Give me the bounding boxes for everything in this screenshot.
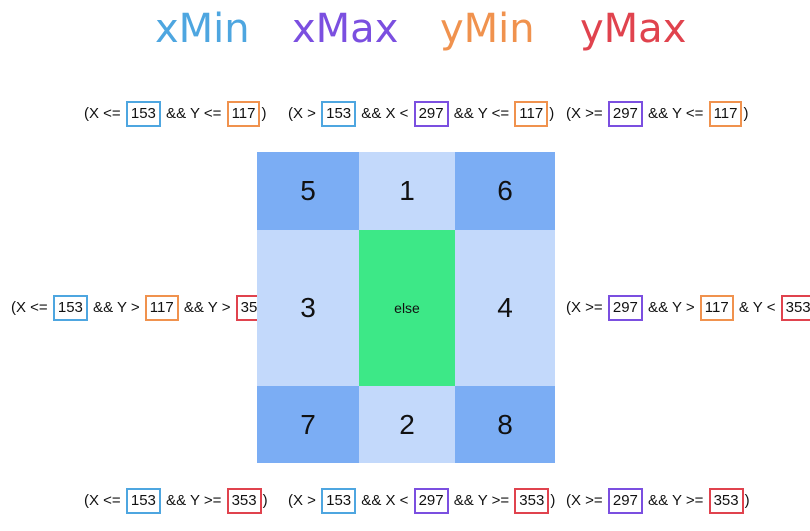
condition-text: )	[549, 105, 555, 123]
threshold-xmax-value: 297	[607, 488, 643, 515]
condition-bottom-middle: (X > 153 && X < 297 && Y >= 353)	[288, 488, 556, 515]
condition-text: && Y <=	[161, 105, 226, 123]
legend-ymin: yMin	[440, 6, 535, 52]
condition-text: )	[743, 105, 749, 123]
region-cell: 3	[257, 230, 359, 386]
region-grid: 5 1 6 3 else 4 7 2 8	[257, 152, 555, 463]
condition-text: (X >	[288, 492, 321, 510]
threshold-xmax-value: 297	[413, 488, 449, 515]
condition-text: )	[550, 492, 556, 510]
legend-xmax: xMax	[292, 6, 399, 52]
region-cell: 6	[455, 152, 555, 230]
condition-text: && Y >	[643, 299, 699, 317]
threshold-xmax-value: 297	[413, 101, 449, 128]
region-label: 4	[497, 292, 513, 323]
condition-text: && Y >=	[643, 492, 708, 510]
legend-ymax: yMax	[580, 6, 687, 52]
threshold-ymax-value: 353	[514, 488, 550, 515]
condition-text: (X <=	[84, 105, 125, 123]
condition-text: && Y >	[179, 299, 235, 317]
condition-bottom-right: (X >= 297 && Y >= 353)	[566, 488, 750, 515]
condition-bottom-left: (X <= 153 && Y >= 353)	[84, 488, 268, 515]
condition-text: )	[261, 105, 267, 123]
region-cell: 2	[359, 386, 455, 463]
region-label: 3	[300, 292, 316, 323]
condition-text: && Y <=	[643, 105, 708, 123]
condition-text: && X <	[357, 492, 413, 510]
threshold-ymax-value: 353	[708, 488, 744, 515]
condition-text: && Y >=	[161, 492, 226, 510]
region-label: 1	[399, 175, 415, 206]
threshold-ymax-value: 353	[780, 295, 810, 322]
threshold-xmin-value: 153	[52, 295, 88, 322]
threshold-ymax-value: 353	[226, 488, 262, 515]
condition-middle-right: (X >= 297 && Y > 117 & Y < 353)	[566, 295, 810, 322]
region-cell: 8	[455, 386, 555, 463]
condition-top-right: (X >= 297 && Y <= 117)	[566, 101, 749, 128]
legend-xmin: xMin	[155, 6, 250, 52]
region-label: 5	[300, 175, 316, 206]
region-cell: 4	[455, 230, 555, 386]
threshold-ymin-value: 117	[699, 295, 734, 322]
threshold-xmin-value: 153	[125, 488, 161, 515]
condition-text: (X >	[288, 105, 321, 123]
threshold-ymin-value: 117	[226, 101, 261, 128]
condition-text: (X <=	[84, 492, 125, 510]
threshold-xmin-value: 153	[321, 101, 357, 128]
condition-text: && Y >	[88, 299, 144, 317]
region-cell-else: else	[359, 230, 455, 386]
threshold-xmin-value: 153	[321, 488, 357, 515]
threshold-xmin-value: 153	[125, 101, 161, 128]
condition-top-middle: (X > 153 && X < 297 && Y <= 117)	[288, 101, 555, 128]
condition-text: )	[262, 492, 268, 510]
condition-text: )	[744, 492, 750, 510]
condition-text: && Y <=	[449, 105, 514, 123]
condition-text: & Y <	[734, 299, 780, 317]
region-label: 8	[497, 408, 513, 440]
threshold-ymin-value: 117	[144, 295, 179, 322]
region-label: 7	[300, 408, 316, 440]
region-cell: 1	[359, 152, 455, 230]
threshold-ymin-value: 117	[708, 101, 743, 128]
threshold-xmax-value: 297	[607, 295, 643, 322]
condition-text: (X >=	[566, 299, 607, 317]
region-label: else	[394, 300, 420, 316]
condition-middle-left: (X <= 153 && Y > 117 && Y > 353)	[11, 295, 277, 322]
region-cell: 5	[257, 152, 359, 230]
threshold-ymin-value: 117	[514, 101, 549, 128]
condition-text: (X <=	[11, 299, 52, 317]
condition-top-left: (X <= 153 && Y <= 117)	[84, 101, 267, 128]
condition-text: && X <	[357, 105, 413, 123]
region-label: 6	[497, 175, 513, 206]
threshold-xmax-value: 297	[607, 101, 643, 128]
region-label: 2	[399, 408, 415, 440]
condition-text: (X >=	[566, 492, 607, 510]
region-cell: 7	[257, 386, 359, 463]
condition-text: (X >=	[566, 105, 607, 123]
condition-text: && Y >=	[449, 492, 514, 510]
